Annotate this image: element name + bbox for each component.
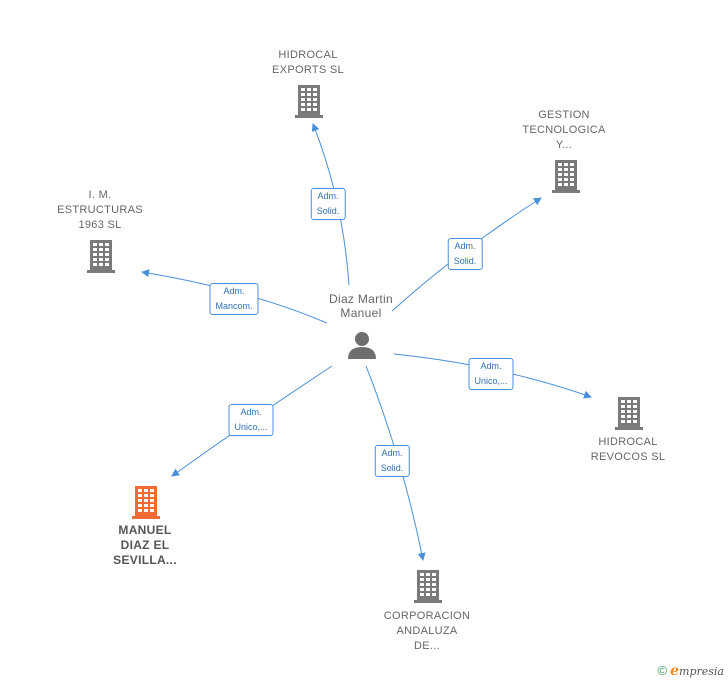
edge-label-line: Adm. [240, 407, 262, 417]
center-person-label: Diaz Martin Manuel [329, 292, 393, 320]
node-label-line: REVOCOS SL [590, 451, 666, 463]
edge-label-line: Adm. [317, 191, 339, 201]
edge-label-line: Solid. [316, 206, 340, 216]
node-label-line: MANUEL [118, 523, 172, 537]
node-label-line: HIDROCAL [278, 49, 338, 61]
building-icon[interactable] [413, 569, 443, 603]
building-icon[interactable] [131, 485, 161, 519]
node-label-line: 1963 SL [78, 219, 122, 231]
edge-label-im-estructuras[interactable]: Adm. Mancom. [209, 283, 259, 315]
node-label-gestion-tecnologica[interactable]: GESTION TECNOLOGICA Y... [522, 108, 605, 153]
edge-label-line: Adm. [480, 361, 502, 371]
node-label-line: EXPORTS SL [272, 64, 344, 76]
footer-brand[interactable]: © empresia [657, 663, 724, 679]
building-icon[interactable] [551, 159, 581, 193]
node-label-line: TECNOLOGICA [522, 124, 606, 136]
center-label-line: Diaz Martin [329, 292, 393, 306]
node-label-corporacion-andaluza[interactable]: CORPORACION ANDALUZA DE... [384, 609, 470, 654]
node-label-line: HIDROCAL [598, 436, 658, 448]
node-label-line: GESTION [538, 109, 590, 121]
edge-label-line: Unico,... [234, 422, 268, 432]
building-icon[interactable] [294, 84, 324, 118]
copyright-icon: © [657, 663, 668, 678]
edge-label-line: Adm. [381, 448, 403, 458]
node-label-manuel-diaz[interactable]: MANUEL DIAZ EL SEVILLA... [113, 523, 177, 568]
building-icon[interactable] [614, 396, 644, 430]
node-label-hidrocal-revocos[interactable]: HIDROCAL REVOCOS SL [591, 435, 666, 465]
node-label-line: CORPORACION [383, 610, 471, 622]
node-label-hidrocal-exports[interactable]: HIDROCAL EXPORTS SL [272, 48, 344, 78]
brand-initial: e [670, 663, 680, 679]
edge-label-manuel-diaz[interactable]: Adm. Unico,... [228, 404, 274, 436]
edge-label-line: Adm. [223, 286, 245, 296]
edge-label-corporacion-andaluza[interactable]: Adm. Solid. [374, 445, 410, 477]
building-icon[interactable] [86, 239, 116, 273]
edge-label-gestion-tecnologica[interactable]: Adm. Solid. [447, 238, 483, 270]
edge-label-line: Unico,... [474, 376, 508, 386]
edge-label-line: Solid. [453, 256, 477, 266]
center-label-line: Manuel [340, 306, 382, 320]
brand-name: mpresia [679, 665, 724, 678]
node-label-line: DIAZ EL [120, 538, 170, 552]
edge-label-line: Adm. [454, 241, 476, 251]
node-label-line: DE... [414, 640, 440, 652]
node-label-line: ANDALUZA [396, 625, 458, 637]
node-label-im-estructuras[interactable]: I. M. ESTRUCTURAS 1963 SL [57, 188, 143, 233]
edge-label-line: Solid. [380, 463, 404, 473]
edge-label-hidrocal-revocos[interactable]: Adm. Unico,... [468, 358, 514, 390]
node-label-line: Y... [555, 139, 573, 151]
node-label-line: I. M. [88, 189, 112, 201]
edge-label-line: Mancom. [215, 301, 253, 311]
person-icon[interactable] [346, 330, 378, 360]
node-label-line: ESTRUCTURAS [57, 204, 143, 216]
node-label-line: SEVILLA... [113, 553, 177, 567]
edge-label-hidrocal-exports[interactable]: Adm. Solid. [310, 188, 346, 220]
